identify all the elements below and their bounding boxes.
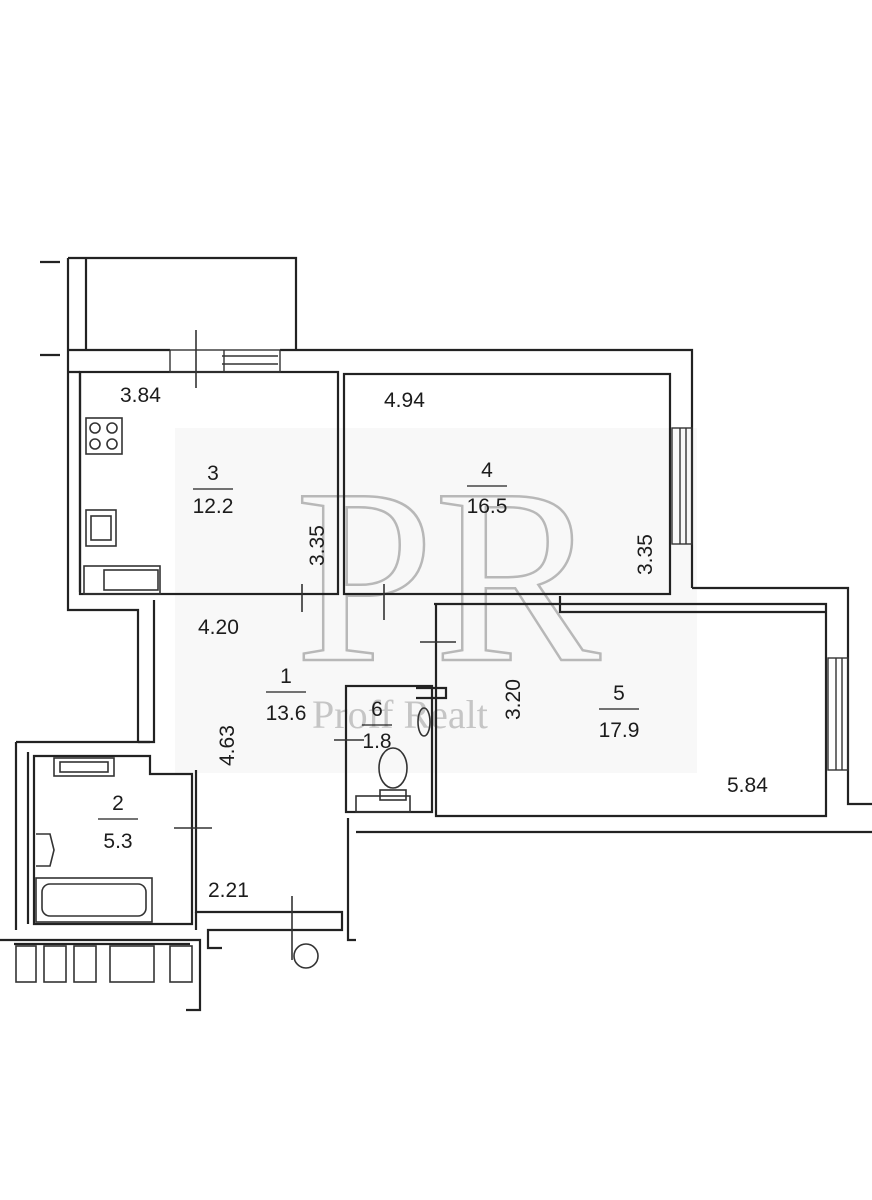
dim-room4-width: 4.94 [384, 389, 425, 412]
dim-room5-width: 5.84 [727, 774, 768, 797]
room-label-1: 1 13.6 [266, 665, 307, 725]
dim-room5-depth: 3.20 [502, 679, 525, 720]
watermark-monogram: PR [295, 438, 601, 715]
fixtures [15, 330, 456, 983]
dim-kitchen-depth: 3.35 [306, 525, 329, 566]
room-number-2: 2 [112, 792, 124, 815]
dim-room4-depth: 3.35 [634, 534, 657, 575]
room-label-3: 3 12.2 [193, 462, 234, 518]
room-area-2: 5.3 [103, 830, 132, 853]
watermark-brand: Proff Realt [312, 692, 488, 737]
dim-hall-width: 4.20 [198, 616, 239, 639]
room-area-1: 13.6 [266, 702, 307, 725]
dimension-labels: 3.84 4.94 3.35 3.35 4.20 4.63 2.21 3.20 … [120, 384, 768, 902]
room-area-3: 12.2 [193, 495, 234, 518]
dim-entry-width: 2.21 [208, 879, 249, 902]
room-label-6: 6 1.8 [362, 698, 392, 753]
room-labels: 3 12.2 4 16.5 1 13.6 2 5.3 5 17.9 6 1.8 [98, 459, 639, 853]
room-number-5: 5 [613, 682, 625, 705]
outer-walls [0, 256, 872, 1012]
dim-kitchen-width: 3.84 [120, 384, 161, 407]
room-number-1: 1 [280, 665, 292, 688]
room-number-4: 4 [481, 459, 493, 482]
room-area-5: 17.9 [599, 719, 640, 742]
room-label-5: 5 17.9 [599, 682, 640, 742]
room-label-2: 2 5.3 [98, 792, 138, 853]
room-label-4: 4 16.5 [467, 459, 508, 518]
room-area-6: 1.8 [362, 730, 391, 753]
room-number-3: 3 [207, 462, 219, 485]
dim-hall-length: 4.63 [216, 725, 239, 766]
room-area-4: 16.5 [467, 495, 508, 518]
room-number-6: 6 [371, 698, 383, 721]
